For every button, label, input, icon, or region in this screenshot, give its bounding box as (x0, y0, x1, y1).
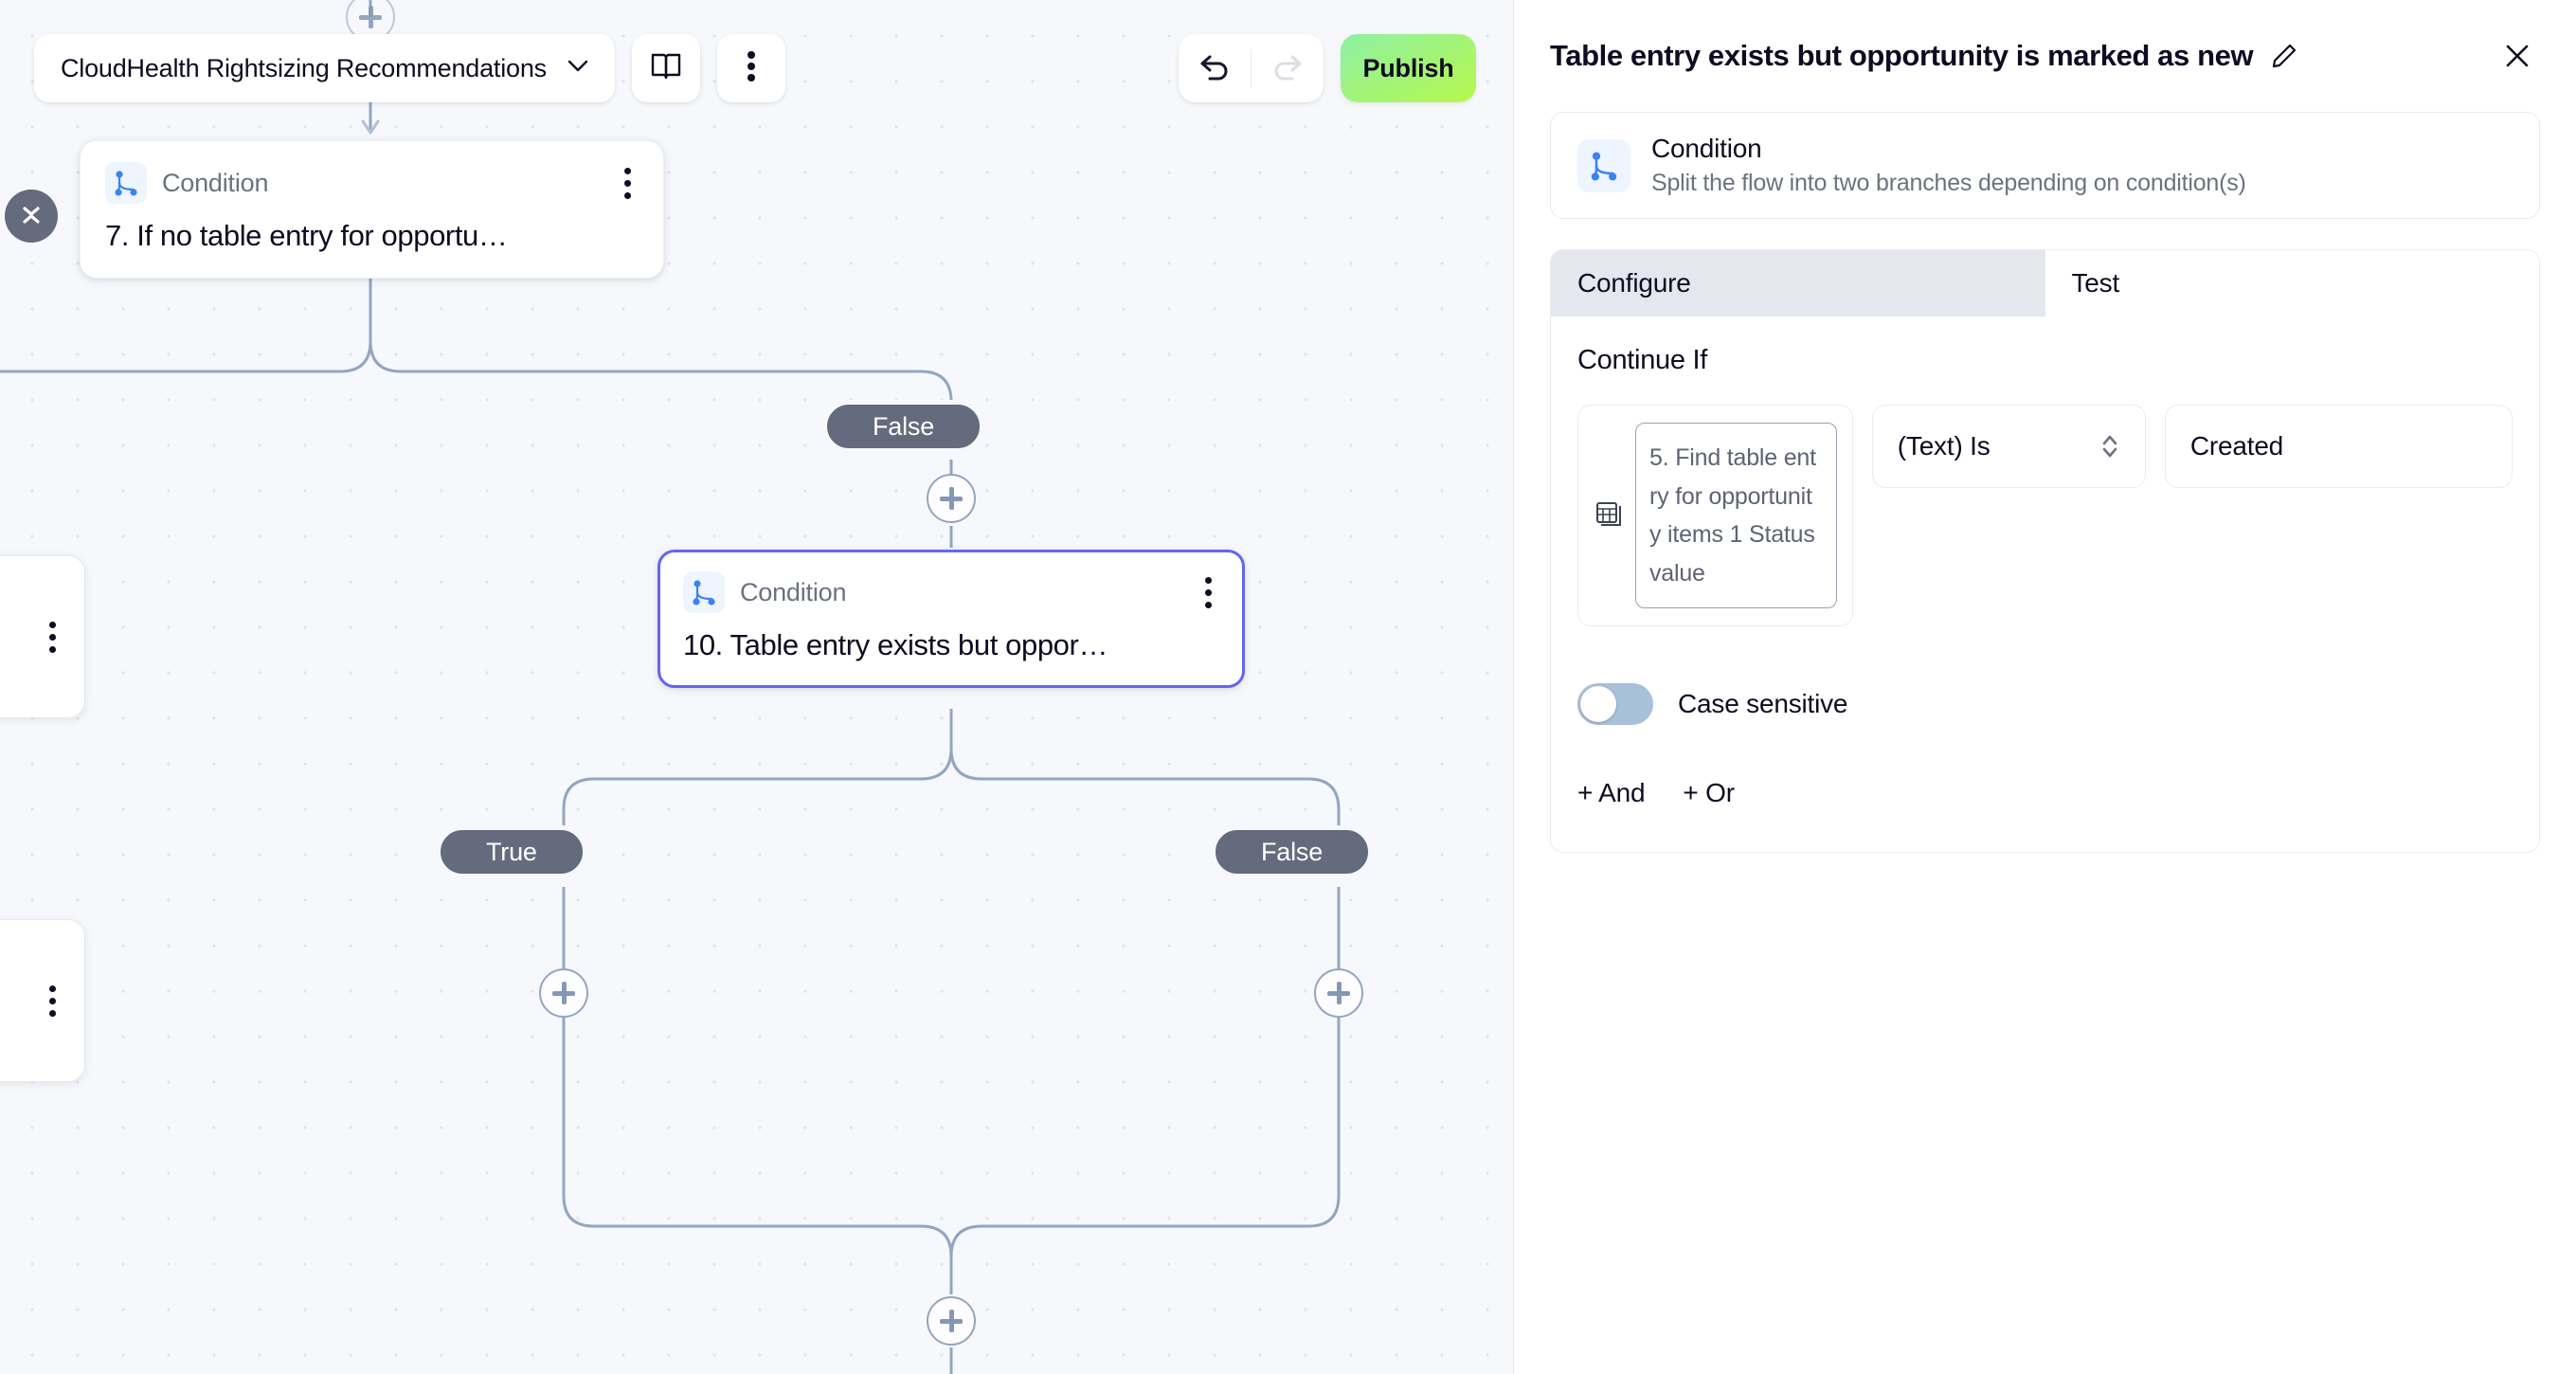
history-controls (1179, 34, 1324, 102)
toggle-knob (1580, 686, 1616, 722)
docs-button[interactable] (631, 34, 700, 102)
undo-button[interactable] (1179, 34, 1251, 102)
step-info-text: Condition Split the flow into two branch… (1651, 134, 2246, 197)
publish-button[interactable]: Publish (1341, 34, 1476, 102)
branch-icon (105, 162, 147, 204)
node-header: Condition (683, 571, 1219, 613)
node-type-label: Condition (740, 577, 847, 606)
collapse-chevrons-icon (17, 200, 45, 233)
step-type-description: Split the flow into two branches dependi… (1651, 170, 2246, 196)
collapse-panel-button[interactable] (5, 190, 58, 243)
node-header: Condition (105, 162, 639, 204)
case-sensitive-row: Case sensitive (1577, 683, 2513, 725)
condition-field-input[interactable]: 5. Find table entry for opportunity item… (1577, 405, 1853, 626)
configure-tab-panel: Continue If 5. Find table entry for oppo… (1550, 316, 2540, 853)
workflow-title-dropdown[interactable]: CloudHealth Rightsizing Recommendations (34, 34, 615, 102)
condition-operator-value: (Text) Is (1897, 431, 1991, 461)
select-chevrons-icon (2099, 430, 2120, 462)
condition-row: 5. Find table entry for opportunity item… (1577, 405, 2513, 626)
node-condition-10[interactable]: Condition 10. Table entry exists but opp… (658, 550, 1245, 688)
history-divider (1251, 49, 1252, 87)
add-or-button[interactable]: + Or (1683, 778, 1735, 807)
node-title: 10. Table entry exists but oppor… (683, 628, 1108, 661)
branch-badge-true[interactable]: True (436, 825, 587, 878)
panel-title: Table entry exists but opportunity is ma… (1550, 39, 2254, 72)
condition-operator-select[interactable]: (Text) Is (1871, 405, 2146, 488)
step-info-card: Condition Split the flow into two branch… (1550, 112, 2540, 219)
workflow-canvas[interactable]: CloudHealth Rightsizing Recommendations (0, 0, 1513, 1374)
node-menu-button[interactable] (1198, 573, 1219, 612)
book-icon (650, 52, 682, 85)
step-config-panel: Table entry exists but opportunity is ma… (1513, 0, 2576, 1374)
undo-arrow-icon (1198, 52, 1231, 85)
panel-tabs: Configure Test (1550, 249, 2540, 316)
branch-badge-false-top[interactable]: False (822, 400, 985, 453)
add-step-button-true[interactable] (539, 968, 588, 1018)
condition-field-token: 5. Find table entry for opportunity item… (1635, 423, 1837, 608)
node-title: 7. If no table entry for opportu… (105, 219, 508, 252)
redo-arrow-icon (1271, 52, 1304, 85)
tab-configure[interactable]: Configure (1551, 250, 2045, 316)
canvas-toolbar: CloudHealth Rightsizing Recommendations (34, 34, 785, 102)
step-type-name: Condition (1651, 134, 1762, 163)
condition-value-field[interactable] (2164, 405, 2513, 488)
redo-button[interactable] (1252, 34, 1324, 102)
offscreen-node-upper[interactable] (0, 555, 85, 718)
tab-test[interactable]: Test (2045, 250, 2539, 316)
add-and-button[interactable]: + And (1577, 778, 1646, 807)
branch-icon (683, 571, 725, 613)
chevron-down-icon (567, 60, 588, 78)
add-step-button-false[interactable] (1314, 968, 1363, 1018)
condition-value-input[interactable] (2189, 431, 2487, 461)
case-sensitive-label: Case sensitive (1678, 689, 1848, 718)
panel-header: Table entry exists but opportunity is ma… (1550, 0, 2540, 112)
branch-icon (1577, 138, 1630, 192)
branch-badge-false-bottom[interactable]: False (1211, 825, 1374, 878)
pencil-icon[interactable] (2270, 42, 2298, 70)
case-sensitive-toggle[interactable] (1577, 683, 1653, 725)
workflow-title: CloudHealth Rightsizing Recommendations (61, 53, 547, 82)
table-icon (1594, 497, 1626, 534)
continue-if-label: Continue If (1577, 345, 1707, 375)
canvas-more-button[interactable] (716, 34, 785, 102)
offscreen-node-lower[interactable] (0, 919, 85, 1082)
add-step-button-false-top[interactable] (927, 474, 976, 523)
node-menu-button[interactable] (42, 982, 63, 1021)
add-condition-row: + And + Or (1577, 778, 2513, 808)
node-menu-button[interactable] (617, 164, 639, 203)
node-menu-button[interactable] (42, 618, 63, 657)
node-condition-7[interactable]: Condition 7. If no table entry for oppor… (80, 140, 664, 279)
kebab-menu-icon (747, 50, 756, 86)
close-icon[interactable] (2495, 33, 2540, 79)
node-type-label: Condition (162, 168, 269, 197)
add-step-button-merge[interactable] (927, 1296, 976, 1346)
